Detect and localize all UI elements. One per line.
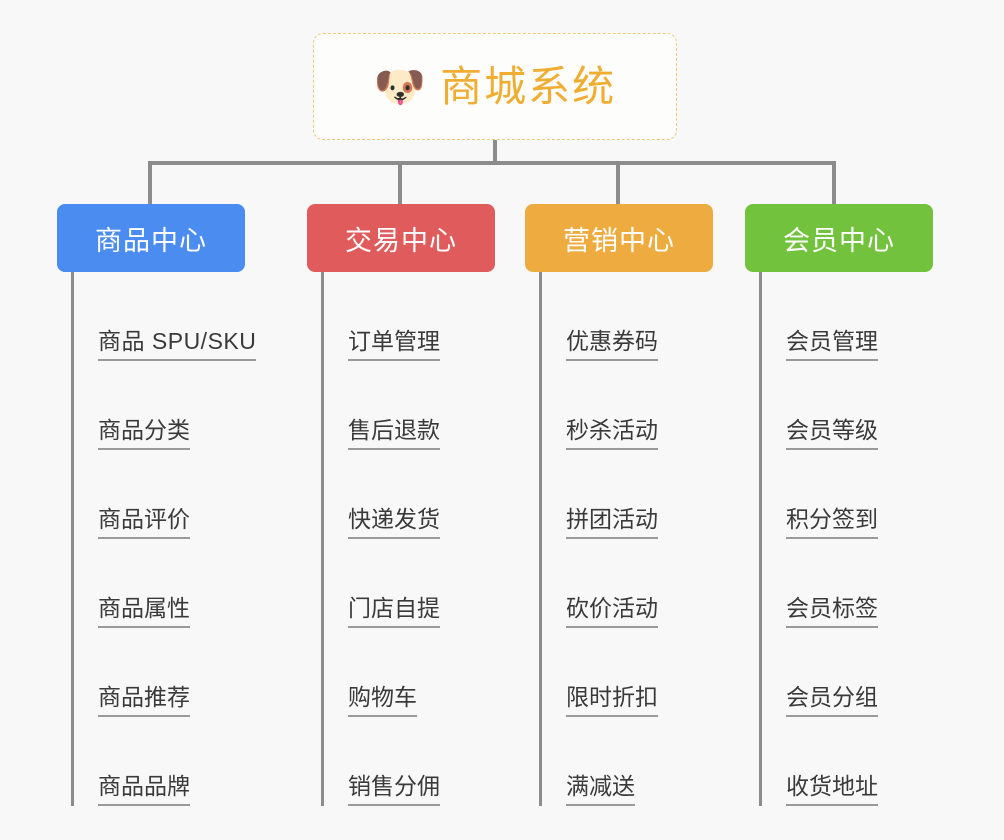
category-label: 交易中心 — [345, 225, 457, 256]
list-item[interactable]: 商品推荐 — [74, 628, 245, 717]
branch-column-member-center: 会员中心 会员管理 会员等级 积分签到 会员标签 会员分组 收货地址 — [745, 204, 933, 806]
branch-trunk-marketing-center: 优惠券码 秒杀活动 拼团活动 砍价活动 限时折扣 满减送 — [539, 272, 713, 806]
list-item[interactable]: 秒杀活动 — [542, 361, 713, 450]
branch-trunk-trade-center: 订单管理 售后退款 快递发货 门店自提 购物车 销售分佣 — [321, 272, 495, 806]
root-node[interactable]: 🐶 商城系统 — [313, 33, 677, 140]
category-label: 商品中心 — [95, 225, 207, 256]
list-item-label: 快递发货 — [348, 506, 440, 539]
category-header-member-center[interactable]: 会员中心 — [745, 204, 933, 272]
list-item[interactable]: 限时折扣 — [542, 628, 713, 717]
list-item-label: 秒杀活动 — [566, 417, 658, 450]
list-item-label: 会员等级 — [786, 417, 878, 450]
connector-drop-1 — [148, 161, 152, 204]
list-item-label: 收货地址 — [786, 773, 878, 806]
branch-column-trade-center: 交易中心 订单管理 售后退款 快递发货 门店自提 购物车 销售分佣 — [307, 204, 495, 806]
category-header-trade-center[interactable]: 交易中心 — [307, 204, 495, 272]
list-item[interactable]: 购物车 — [324, 628, 495, 717]
list-item-label: 订单管理 — [348, 328, 440, 361]
root-title: 商城系统 — [440, 62, 617, 110]
branch-column-marketing-center: 营销中心 优惠券码 秒杀活动 拼团活动 砍价活动 限时折扣 满减送 — [525, 204, 713, 806]
dog-face-icon: 🐶 — [373, 62, 427, 110]
connector-drop-2 — [398, 161, 402, 204]
list-item[interactable]: 售后退款 — [324, 361, 495, 450]
list-item[interactable]: 优惠券码 — [542, 272, 713, 361]
connector-horizontal-bar — [148, 161, 836, 165]
list-item-label: 商品分类 — [98, 417, 190, 450]
list-item-label: 商品品牌 — [98, 773, 190, 806]
branch-column-product-center: 商品中心 商品 SPU/SKU 商品分类 商品评价 商品属性 商品推荐 商品品牌 — [57, 204, 257, 806]
list-item[interactable]: 会员标签 — [762, 539, 933, 628]
list-item[interactable]: 门店自提 — [324, 539, 495, 628]
list-item[interactable]: 拼团活动 — [542, 450, 713, 539]
list-item-label: 销售分佣 — [348, 773, 440, 806]
category-label: 营销中心 — [563, 225, 675, 256]
list-item[interactable]: 销售分佣 — [324, 717, 495, 806]
list-item-label: 砍价活动 — [566, 595, 658, 628]
list-item-label: 商品推荐 — [98, 684, 190, 717]
list-item[interactable]: 商品属性 — [74, 539, 245, 628]
list-item-label: 会员分组 — [786, 684, 878, 717]
list-item[interactable]: 快递发货 — [324, 450, 495, 539]
list-item[interactable]: 满减送 — [542, 717, 713, 806]
list-item-label: 商品 SPU/SKU — [98, 328, 257, 361]
list-item[interactable]: 会员管理 — [762, 272, 933, 361]
list-item[interactable]: 商品品牌 — [74, 717, 245, 806]
list-item-label: 限时折扣 — [566, 684, 658, 717]
branch-trunk-member-center: 会员管理 会员等级 积分签到 会员标签 会员分组 收货地址 — [759, 272, 933, 806]
list-item-label: 满减送 — [566, 773, 635, 806]
list-item[interactable]: 订单管理 — [324, 272, 495, 361]
list-item-label: 门店自提 — [348, 595, 440, 628]
connector-root-stem — [493, 140, 497, 165]
connector-drop-4 — [832, 161, 836, 204]
list-item[interactable]: 积分签到 — [762, 450, 933, 539]
category-header-marketing-center[interactable]: 营销中心 — [525, 204, 713, 272]
list-item-label: 优惠券码 — [566, 328, 658, 361]
list-item[interactable]: 收货地址 — [762, 717, 933, 806]
list-item[interactable]: 商品 SPU/SKU — [74, 272, 257, 361]
list-item[interactable]: 砍价活动 — [542, 539, 713, 628]
list-item-label: 积分签到 — [786, 506, 878, 539]
list-item[interactable]: 会员等级 — [762, 361, 933, 450]
list-item[interactable]: 商品分类 — [74, 361, 245, 450]
list-item-label: 购物车 — [348, 684, 417, 717]
list-item-label: 拼团活动 — [566, 506, 658, 539]
list-item-label: 售后退款 — [348, 417, 440, 450]
list-item-label: 会员管理 — [786, 328, 878, 361]
category-label: 会员中心 — [783, 225, 895, 256]
connector-drop-3 — [616, 161, 620, 204]
list-item-label: 商品属性 — [98, 595, 190, 628]
category-header-product-center[interactable]: 商品中心 — [57, 204, 245, 272]
list-item[interactable]: 商品评价 — [74, 450, 245, 539]
branch-trunk-product-center: 商品 SPU/SKU 商品分类 商品评价 商品属性 商品推荐 商品品牌 — [71, 272, 257, 806]
list-item[interactable]: 会员分组 — [762, 628, 933, 717]
list-item-label: 会员标签 — [786, 595, 878, 628]
list-item-label: 商品评价 — [98, 506, 190, 539]
